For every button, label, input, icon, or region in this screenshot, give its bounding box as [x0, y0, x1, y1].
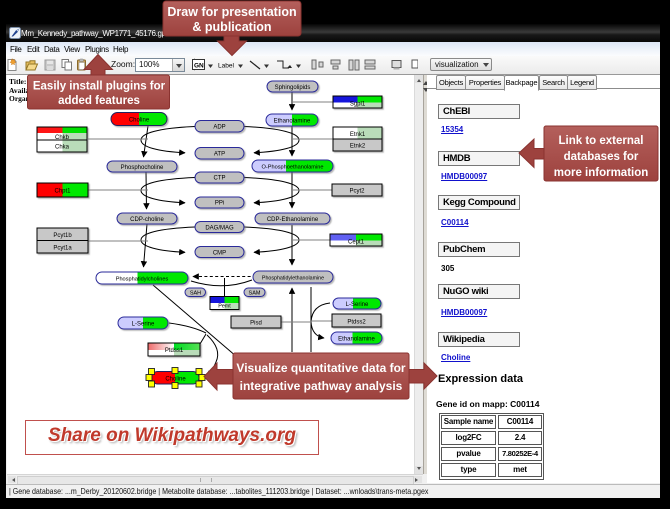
svg-text:SAH: SAH	[190, 291, 201, 297]
svg-text:Ptdss1: Ptdss1	[165, 348, 184, 354]
svg-text:Phosphatidylethanolamine: Phosphatidylethanolamine	[262, 276, 324, 282]
svg-text:CDP-choline: CDP-choline	[130, 217, 164, 223]
svg-text:GN: GN	[194, 63, 204, 70]
svg-text:PPi: PPi	[215, 201, 224, 207]
svg-text:Chpt1: Chpt1	[54, 189, 71, 195]
svg-text:Visualize quantitative data f: Visualize quantitative data for	[236, 361, 405, 375]
svg-text:Pcyt1a: Pcyt1a	[53, 246, 72, 252]
svg-text:Sgpl1: Sgpl1	[350, 102, 366, 108]
svg-text:Cept1: Cept1	[348, 240, 365, 246]
svg-text:integrative pathway analysis: integrative pathway analysis	[240, 379, 403, 393]
svg-text:DAG/MAG: DAG/MAG	[205, 226, 234, 232]
svg-text:Pcyt2: Pcyt2	[349, 189, 365, 195]
svg-text:CTP: CTP	[214, 176, 226, 182]
svg-text:Chka: Chka	[55, 145, 70, 151]
svg-text:O-Phosphoethanolamine: O-Phosphoethanolamine	[262, 165, 324, 171]
svg-text:ADP: ADP	[213, 125, 225, 131]
svg-text:CMP: CMP	[213, 251, 226, 257]
svg-text:Pisd: Pisd	[250, 321, 262, 327]
svg-text:Etnk2: Etnk2	[350, 144, 366, 150]
svg-text:Etnk1: Etnk1	[350, 132, 366, 138]
svg-text:& publication: & publication	[192, 20, 271, 34]
svg-text:Sphingolipids: Sphingolipids	[275, 85, 311, 91]
svg-text:Chkb: Chkb	[55, 135, 70, 141]
svg-text:Easily install plugins for: Easily install plugins for	[33, 81, 166, 93]
svg-text:L-Serine: L-Serine	[132, 322, 155, 328]
svg-text:ATP: ATP	[214, 152, 225, 158]
svg-text:Phosphocholine: Phosphocholine	[121, 165, 164, 171]
svg-text:Choline: Choline	[129, 118, 150, 124]
svg-text:Choline: Choline	[165, 377, 186, 383]
svg-text:Ptdss2: Ptdss2	[347, 320, 366, 326]
svg-text:L-Serine: L-Serine	[346, 302, 369, 308]
svg-text:Pemt: Pemt	[218, 304, 231, 310]
svg-text:databases for: databases for	[564, 151, 639, 163]
svg-text:Ethanolamine: Ethanolamine	[274, 119, 311, 125]
svg-text:SAM: SAM	[249, 291, 261, 297]
svg-text:Link to external: Link to external	[559, 135, 644, 147]
svg-text:Pcyt1b: Pcyt1b	[53, 233, 72, 239]
svg-text:Label: Label	[218, 63, 234, 70]
svg-text:Phosphatidylcholines: Phosphatidylcholines	[116, 277, 169, 283]
svg-text:added features: added features	[58, 95, 140, 107]
svg-text:Draw for presentation: Draw for presentation	[167, 5, 296, 19]
svg-text:Ethanolamine: Ethanolamine	[338, 337, 375, 343]
svg-text:CDP-Ethanolamine: CDP-Ethanolamine	[267, 217, 319, 223]
svg-text:more information: more information	[554, 167, 649, 179]
